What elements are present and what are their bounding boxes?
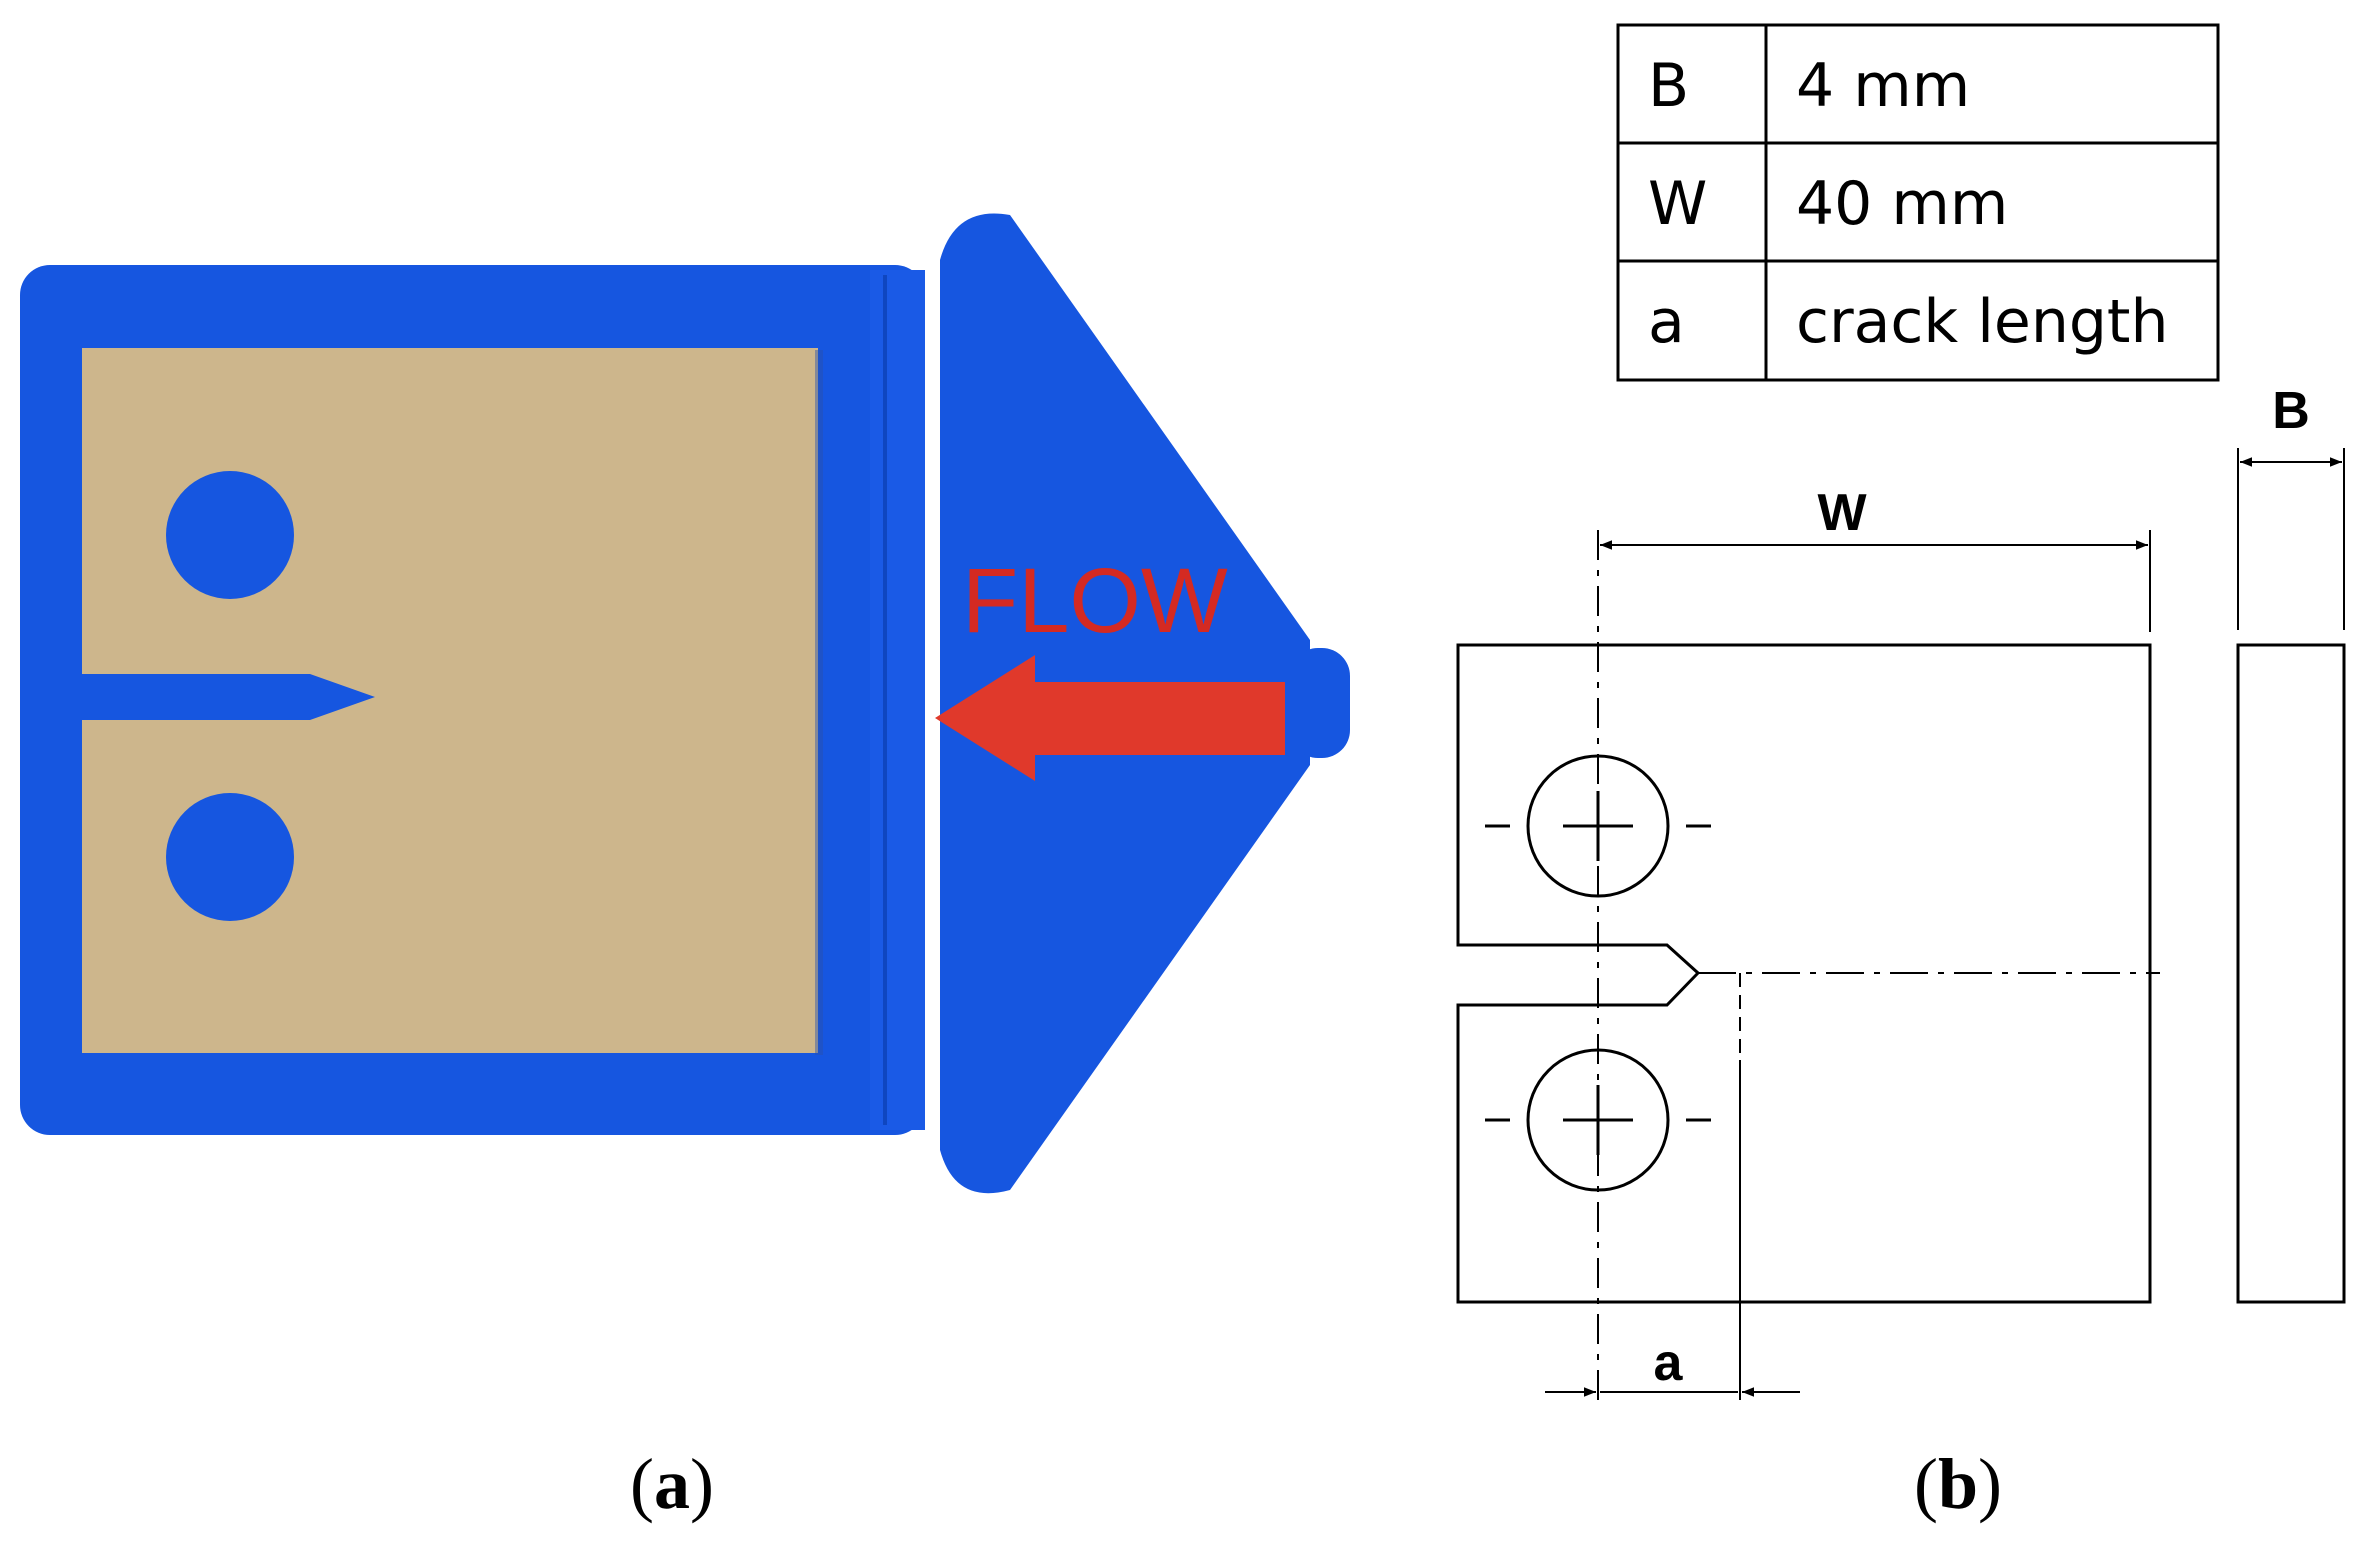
table-row-symbol: W [1648, 169, 1707, 239]
a-dimension-label: a [1654, 1334, 1684, 1392]
pin-hole-lower [166, 793, 294, 921]
photo-panel: FLOW [20, 213, 1350, 1194]
parameter-table: B 4 mm W 40 mm a crack length [1616, 23, 2220, 382]
flow-label: FLOW [962, 550, 1228, 652]
flow-arrow [935, 655, 1285, 781]
table-row-symbol: B [1648, 51, 1689, 121]
table-row-value: 40 mm [1796, 169, 2008, 239]
pin-hole-upper [166, 471, 294, 599]
specimen-shadow [815, 350, 823, 1055]
mold-rim [870, 270, 925, 1130]
b-dimension-label: B [2272, 382, 2310, 440]
technical-drawing [1456, 448, 2346, 1400]
w-dimension-label: W [1817, 484, 1867, 542]
table-row-symbol: a [1648, 287, 1685, 357]
caption-b: (b) [1914, 1444, 2002, 1524]
caption-a: (a) [630, 1444, 714, 1524]
table-row-value: 4 mm [1796, 51, 1970, 121]
sprue [1290, 648, 1350, 758]
table-row-value: crack length [1796, 287, 2168, 357]
side-view [2236, 643, 2346, 1304]
